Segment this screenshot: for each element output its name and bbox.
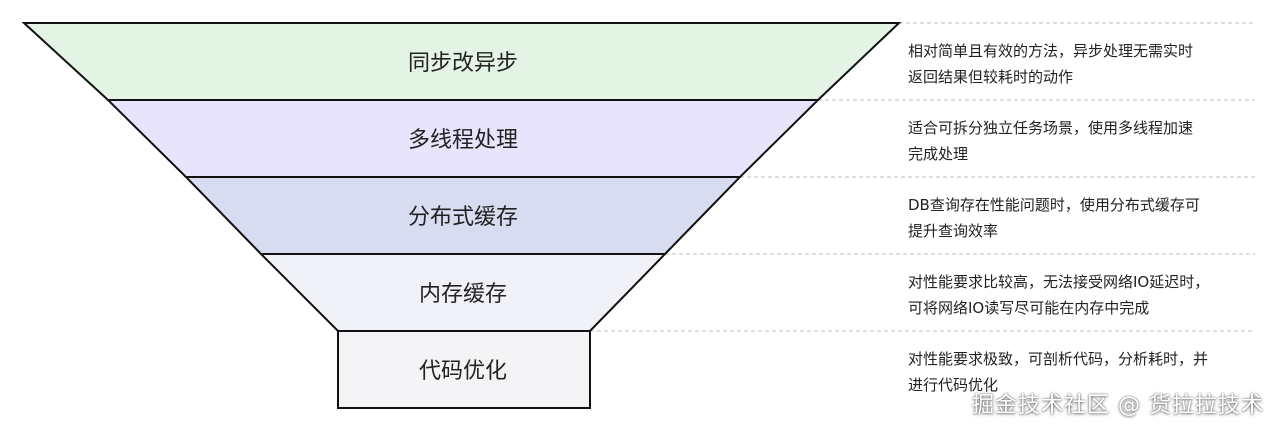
- funnel-tier-label-1: 同步改异步: [408, 51, 518, 76]
- funnel-tier-label-4: 内存缓存: [419, 282, 507, 307]
- tier-description-4: 对性能要求比较高，无法接受网络IO延迟时， 可将网络IO读写尽可能在内存中完成: [908, 273, 1210, 317]
- funnel-tier-5: [337, 330, 591, 409]
- tier-description-2: 适合可拆分独立任务场景，使用多线程加速 完成处理: [908, 119, 1194, 163]
- funnel-tier-label-3: 分布式缓存: [408, 205, 518, 230]
- watermark: 掘金技术社区 @ 货拉拉技术: [972, 393, 1264, 418]
- tier-description-1: 相对简单且有效的方法，异步处理无需实时 返回结果但较耗时的动作: [908, 42, 1194, 86]
- funnel-tier-label-2: 多线程处理: [408, 128, 518, 153]
- funnel-tier-label-5: 代码优化: [419, 359, 507, 384]
- tier-description-3: DB查询存在性能问题时，使用分布式缓存可 提升查询效率: [908, 196, 1200, 240]
- tier-description-5: 对性能要求极致，可剖析代码，分析耗时，并 进行代码优化: [908, 350, 1209, 394]
